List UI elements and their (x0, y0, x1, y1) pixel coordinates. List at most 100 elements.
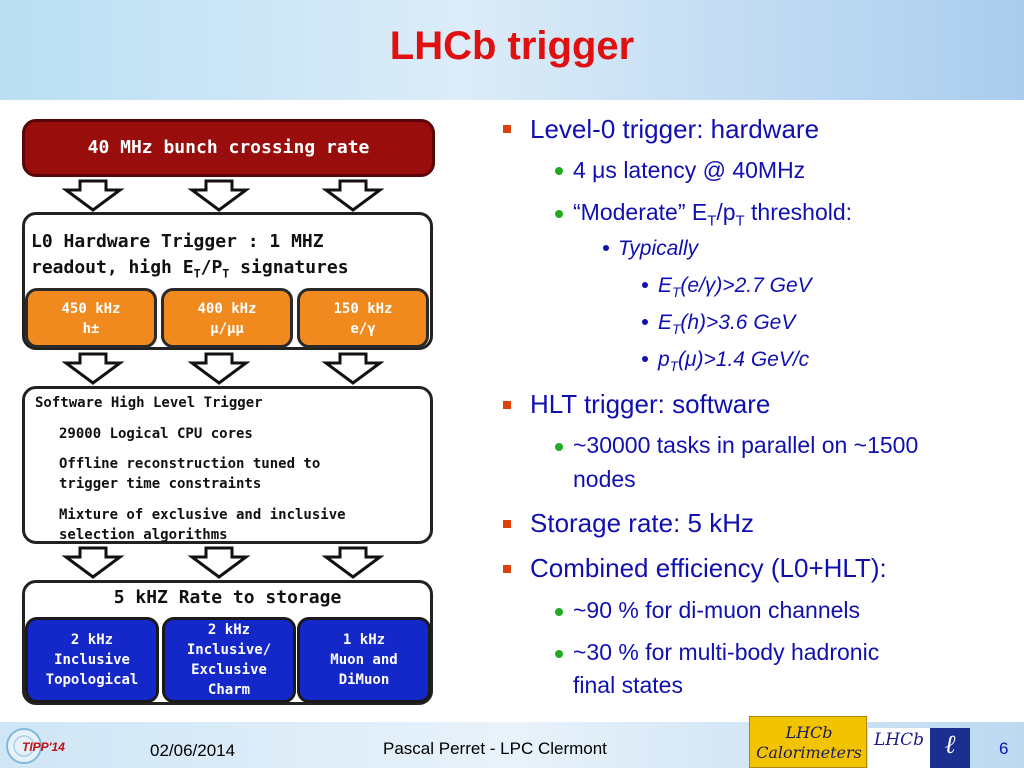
stream-muon: 1 kHz Muon and DiMuon (297, 617, 431, 703)
text: E (658, 274, 673, 297)
small-dot-bullet (642, 319, 648, 325)
down-arrow (61, 546, 125, 579)
bullet-et-e: ET(e/γ)>2.7 GeV (658, 274, 812, 300)
down-arrow (321, 179, 385, 212)
hlt-title: Software High Level Trigger (35, 395, 263, 411)
l0-title-line2-post: signatures (229, 257, 349, 278)
footer-date: 02/06/2014 (150, 741, 236, 760)
footer-author: Pascal Perret - LPC Clermont (383, 739, 607, 758)
header-band (0, 0, 1024, 100)
sub: T (735, 212, 745, 230)
channel-label: e/γ (350, 321, 376, 337)
stream-label: Inclusive/ (186, 642, 272, 658)
bullet-tasks-2: nodes (573, 466, 636, 492)
bullet-level0: Level-0 trigger: hardware (530, 114, 820, 144)
stream-topological: 2 kHz Inclusive Topological (25, 617, 159, 703)
storage-title: 5 kHZ Rate to storage (113, 587, 342, 608)
l0-title-line1: L0 Hardware Trigger : 1 MHZ (31, 231, 324, 252)
stream-rate: 1 kHz (342, 632, 386, 648)
channel-label: h± (82, 321, 100, 337)
l0-channel-electron: 150 kHz e/γ (297, 288, 429, 348)
channel-label: μ/μμ (210, 321, 244, 337)
down-arrow (61, 352, 125, 385)
tipp-logo (6, 728, 42, 764)
stream-label: DiMuon (338, 672, 390, 688)
dot-bullet (555, 608, 563, 616)
hlt-item-cpu: 29000 Logical CPU cores (59, 426, 253, 442)
dot-bullet (555, 443, 563, 451)
square-bullet (503, 125, 511, 133)
hlt-box: Software High Level Trigger 29000 Logica… (22, 386, 433, 544)
dot-bullet (555, 210, 563, 218)
channel-rate: 150 kHz (333, 301, 393, 317)
bullet-hlt: HLT trigger: software (530, 389, 771, 419)
channel-rate: 450 kHz (61, 301, 121, 317)
bullet-pt-mu: pT(μ)>1.4 GeV/c (658, 348, 809, 374)
square-bullet (503, 565, 511, 573)
text: (h)>3.6 GeV (680, 311, 796, 334)
sub: T (707, 212, 717, 230)
bullet-threshold: “Moderate” ET/pT threshold: (573, 199, 852, 230)
down-arrow (187, 546, 251, 579)
l0-trigger-box: L0 Hardware Trigger : 1 MHZ readout, hig… (22, 212, 433, 350)
l0-sub-t: T (193, 266, 201, 281)
text: (e/γ)>2.7 GeV (680, 274, 812, 297)
flow-arrows (61, 179, 385, 579)
lhcb-logo-text: LHCb (874, 730, 925, 750)
l0-channel-muon: 400 kHz μ/μμ (161, 288, 293, 348)
calo-logo-line2: Calorimeters (756, 743, 862, 762)
bullet-latency: 4 μs latency @ 40MHz (573, 157, 806, 183)
bullet-storage: Storage rate: 5 kHz (530, 508, 754, 538)
small-dot-bullet (603, 245, 609, 251)
down-arrow (187, 179, 251, 212)
square-bullet (503, 401, 511, 409)
stream-rate: 2 kHz (207, 622, 251, 638)
bullet-tasks-1: ~30000 tasks in parallel on ~1500 (573, 432, 919, 458)
hlt-item-mix-2: selection algorithms (59, 527, 228, 543)
stream-label: Inclusive (54, 652, 130, 668)
bullet-hadronic-1: ~30 % for multi-body hadronic (573, 639, 880, 665)
l0-title-line2-pre: readout, high E (31, 257, 194, 278)
bunch-crossing-box: 40 MHz bunch crossing rate (22, 119, 435, 177)
storage-box: 5 kHZ Rate to storage 2 kHz Inclusive To… (22, 580, 433, 705)
l0-title-line2-mid: /P (200, 257, 223, 278)
sub: T (672, 285, 681, 301)
stream-charm: 2 kHz Inclusive/ Exclusive Charm (162, 617, 296, 703)
bullet-efficiency: Combined efficiency (L0+HLT): (530, 553, 887, 583)
channel-rate: 400 kHz (197, 301, 257, 317)
hlt-item-reco-1: Offline reconstruction tuned to (59, 456, 321, 472)
stream-label: Exclusive (191, 662, 267, 678)
stream-label: Charm (207, 682, 251, 698)
lhcb-logo: LHCb (868, 728, 930, 768)
stream-rate: 2 kHz (70, 632, 114, 648)
calo-logo-line1: LHCb (785, 723, 833, 742)
down-arrow (321, 352, 385, 385)
text: E (658, 311, 673, 334)
down-arrow (61, 179, 125, 212)
tipp-logo-text: TIPP'14 (22, 740, 65, 754)
lpc-logo: ℓ (930, 728, 970, 768)
text: threshold: (744, 199, 853, 225)
text: (μ)>1.4 GeV/c (678, 348, 810, 371)
small-dot-bullet (642, 282, 648, 288)
stream-label: Muon and (330, 652, 398, 668)
slide-title: LHCb trigger (389, 24, 635, 68)
l0-channel-hadron: 450 kHz h± (25, 288, 157, 348)
stream-label: Topological (45, 672, 139, 688)
text: “Moderate” E (573, 199, 708, 225)
lpc-logo-text: ℓ (944, 730, 956, 760)
l0-sub-t2: T (222, 266, 230, 281)
hlt-item-reco-2: trigger time constraints (59, 476, 262, 492)
bullet-et-h: ET(h)>3.6 GeV (658, 311, 795, 337)
sub: T (669, 359, 679, 375)
down-arrow (321, 546, 385, 579)
bullet-hadronic-2: final states (573, 672, 683, 698)
bullet-dimuon: ~90 % for di-muon channels (573, 597, 861, 623)
hlt-item-mix-1: Mixture of exclusive and inclusive (59, 507, 346, 523)
page-number: 6 (999, 739, 1009, 758)
sub: T (672, 322, 681, 338)
l0-title: L0 Hardware Trigger : 1 MHZ readout, hig… (31, 229, 349, 287)
text: p (658, 348, 670, 371)
square-bullet (503, 520, 511, 528)
down-arrow (187, 352, 251, 385)
